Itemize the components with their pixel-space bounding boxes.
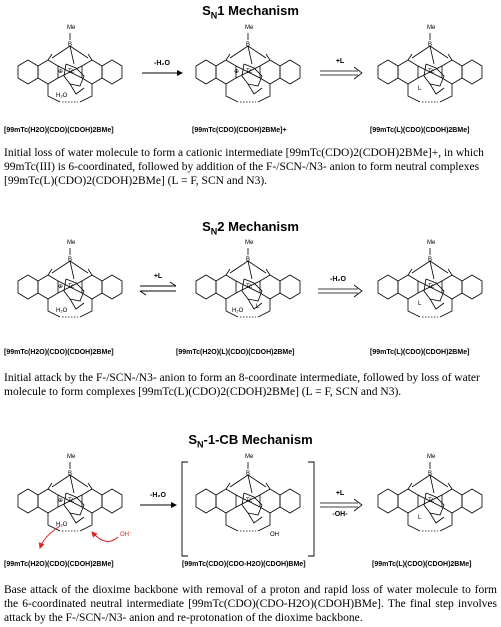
sn1cb-arrow2-sublabel: -OH-: [332, 511, 348, 518]
hydroxyl-label: OH: [270, 532, 279, 538]
boron-label: B: [246, 257, 251, 263]
sn2-arrow1-label: +L: [153, 273, 163, 280]
sn2-label-2: [99mTc(H2O)(L)(CDO)(CDOH)2BMe]: [176, 349, 295, 356]
methyl-label: Me: [427, 240, 436, 246]
water-label: H₂O: [56, 308, 68, 314]
technetium-label: Tc: [428, 69, 434, 75]
boron-label: B: [428, 471, 433, 477]
sn1-label-2: [99mTc(CDO)(CDOH)2BMe]+: [192, 127, 287, 134]
methyl-label: Me: [245, 454, 254, 460]
sn1-description: Initial loss of water molecule to form a…: [4, 147, 484, 187]
methyl-label: Me: [427, 454, 436, 460]
ligand-label: L: [418, 86, 422, 92]
methyl-label: Me: [245, 25, 254, 31]
plus-charge: ⊕: [58, 284, 64, 290]
boron-label: B: [246, 471, 251, 477]
boron-label: B: [68, 257, 73, 263]
technetium-label: Tc: [246, 284, 252, 290]
ligand-label: L: [418, 301, 422, 307]
technetium-label: Tc: [68, 69, 74, 75]
sn1cb-label-2: [99mTc(CDO)(CDO-H2O)(CDOH)BMe]: [182, 561, 306, 568]
sn1-arrow2-label: +L: [335, 58, 345, 65]
sn1cb-title: SN-1-CB Mechanism: [188, 432, 313, 450]
sn2-description: Initial attack by the F-/SCN-/N3- anion …: [4, 372, 480, 398]
hydroxide-label: OH⁻: [120, 532, 133, 538]
technetium-label: Tc: [428, 284, 434, 290]
boron-label: B: [428, 42, 433, 48]
sn2-label-1: [99mTc(H2O)(CDO)(CDOH)2BMe]: [4, 349, 114, 356]
sn2-arrow2-label: -H₂O: [330, 276, 346, 283]
sn1cb-arrow1-label: -H₂O: [150, 492, 166, 499]
methyl-label: Me: [67, 454, 76, 460]
sn1cb-description: Base attack of the dioxime backbone with…: [4, 584, 497, 624]
sn2-title: SN2 Mechanism: [202, 219, 299, 237]
water-label: H₂O: [232, 308, 244, 314]
methyl-label: Me: [67, 240, 76, 246]
plus-charge: ⊕: [58, 69, 64, 75]
ligand-label: L: [256, 304, 260, 310]
water-label: H₂O: [56, 93, 68, 99]
sn1cb-arrow2-label: +L: [335, 490, 345, 497]
boron-label: B: [68, 42, 73, 48]
sn1-arrow1-label: -H₂O: [154, 60, 170, 67]
methyl-label: Me: [67, 25, 76, 31]
technetium-label: Tc: [246, 69, 252, 75]
sn2-label-3: [99mTc(L)(CDO)(CDOH)2BMe]: [370, 349, 470, 356]
boron-label: B: [246, 42, 251, 48]
sn1-label-3: [99mTc(L)(CDO)(CDOH)2BMe]: [370, 127, 470, 134]
sn1-title: SN1 Mechanism: [202, 3, 299, 21]
boron-label: B: [428, 257, 433, 263]
sn1cb-label-3: [99mTc(L)(CDO)(CDOH)2BMe]: [372, 561, 472, 568]
water-label: H₂O: [56, 522, 68, 528]
plus-charge: ⊕: [234, 69, 240, 75]
plus-charge: ⊕: [58, 498, 64, 504]
technetium-label: Tc: [68, 498, 74, 504]
boron-label: B: [68, 471, 73, 477]
technetium-label: Tc: [428, 498, 434, 504]
methyl-label: Me: [245, 240, 254, 246]
ligand-label: L: [418, 515, 422, 521]
methyl-label: Me: [427, 25, 436, 31]
sn1cb-label-1: [99mTc(H2O)(CDO)(CDOH)2BMe]: [4, 561, 114, 568]
technetium-label: Tc: [68, 284, 74, 290]
technetium-label: Tc: [246, 498, 252, 504]
sn1-label-1: [99mTc(H2O)(CDO)(CDOH)2BMe]: [4, 127, 114, 134]
